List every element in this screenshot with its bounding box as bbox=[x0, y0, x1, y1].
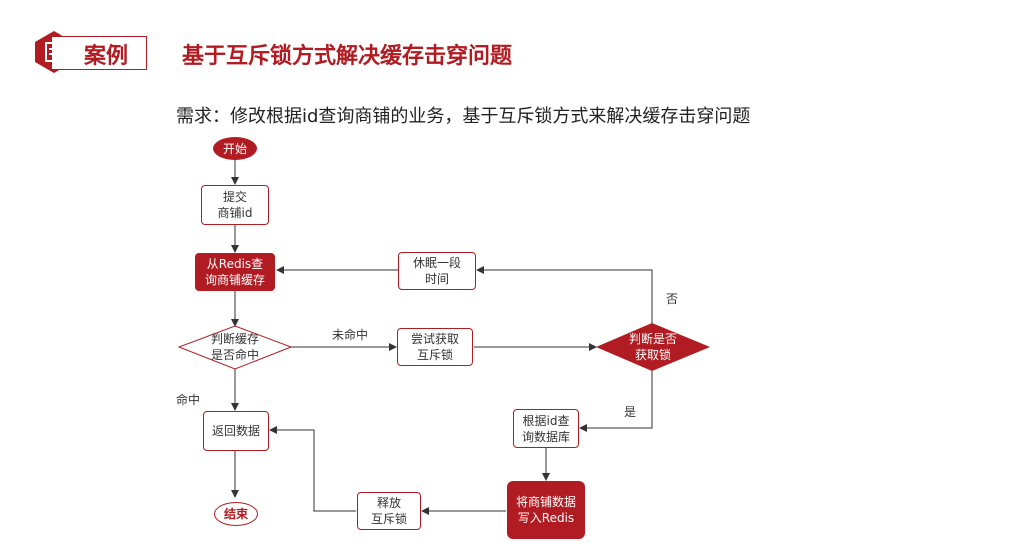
release-lock-node: 释放 互斥锁 bbox=[357, 492, 421, 530]
submit-line2: 商铺id bbox=[217, 206, 253, 220]
try-lock-line2: 互斥锁 bbox=[416, 348, 453, 362]
check-lock-label: 判断是否 获取锁 bbox=[593, 331, 713, 363]
end-node: 结束 bbox=[214, 502, 258, 526]
edge-label-hit: 命中 bbox=[176, 393, 201, 407]
check-lock-diamond bbox=[596, 323, 710, 371]
query-db-line2: 询数据库 bbox=[521, 429, 570, 444]
write-redis-node: 将商铺数据 写入Redis bbox=[507, 481, 585, 539]
edge-checklock-sleep bbox=[476, 266, 653, 323]
query-redis-node: 从Redis查 询商铺缓存 bbox=[195, 253, 275, 291]
release-line1: 释放 bbox=[376, 496, 401, 510]
query-redis-line1: 从Redis查 bbox=[206, 257, 264, 271]
check-cache-diamond bbox=[177, 325, 293, 370]
check-lock-line2: 获取锁 bbox=[634, 348, 671, 362]
query-db-line1: 根据id查 bbox=[522, 413, 570, 428]
case-tag-box bbox=[52, 36, 147, 70]
check-cache-line2: 是否命中 bbox=[210, 348, 259, 362]
sleep-line1: 休眠一段 bbox=[412, 256, 461, 270]
write-redis-line1: 将商铺数据 bbox=[515, 495, 576, 509]
requirement-text: 需求：修改根据id查询商铺的业务，基于互斥锁方式来解决缓存击穿问题 bbox=[176, 106, 751, 127]
submit-shop-id-node: 提交 商铺id bbox=[201, 185, 269, 225]
sleep-line2: 时间 bbox=[424, 272, 449, 286]
edge-label-no: 否 bbox=[666, 292, 679, 306]
query-db-node: 根据id查 询数据库 bbox=[513, 409, 579, 448]
edge-label-miss: 未命中 bbox=[332, 328, 369, 342]
write-redis-line2: 写入Redis bbox=[517, 511, 575, 525]
edge-label-yes: 是 bbox=[624, 405, 637, 419]
try-lock-line1: 尝试获取 bbox=[410, 332, 459, 346]
check-cache-line1: 判断缓存 bbox=[210, 332, 259, 346]
return-data-node: 返回数据 bbox=[203, 411, 269, 451]
page-title: 基于互斥锁方式解决缓存击穿问题 bbox=[182, 44, 513, 69]
check-cache-label: 判断缓存 是否命中 bbox=[175, 331, 295, 363]
edge-checklock-querydb bbox=[579, 371, 653, 432]
sleep-node: 休眠一段 时间 bbox=[398, 252, 476, 290]
try-lock-node: 尝试获取 互斥锁 bbox=[397, 328, 473, 366]
query-redis-line2: 询商铺缓存 bbox=[204, 273, 265, 287]
start-node: 开始 bbox=[213, 137, 257, 160]
release-line2: 互斥锁 bbox=[370, 512, 407, 526]
check-lock-line1: 判断是否 bbox=[628, 332, 677, 346]
case-tag-label: 案例 bbox=[84, 44, 129, 69]
submit-line1: 提交 bbox=[222, 190, 247, 204]
edge-release-return bbox=[269, 426, 356, 512]
